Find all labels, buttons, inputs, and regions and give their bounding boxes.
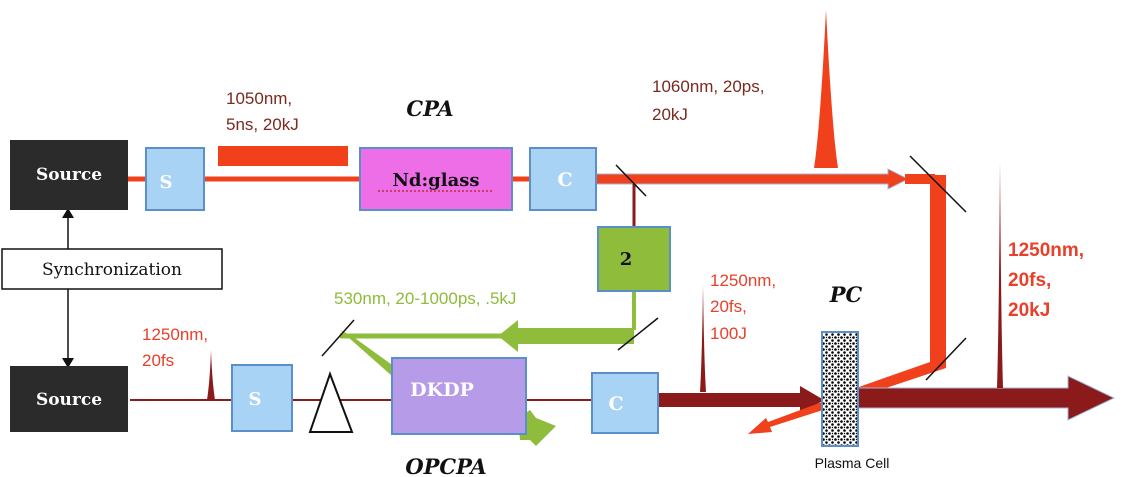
- source-top-label: Source: [36, 165, 102, 185]
- green-beam-diagonal: [340, 330, 402, 376]
- ndglass-label: Nd:glass: [392, 170, 479, 191]
- pump-compressed-line2: 20kJ: [652, 105, 688, 124]
- mirror-top-right: [909, 155, 967, 213]
- final-output-line1: 1250nm,: [1008, 240, 1084, 261]
- beam-top-compressed-arrow: [595, 168, 910, 190]
- cpa-title: CPA: [406, 96, 453, 121]
- green-exit-arrow: [518, 410, 556, 446]
- final-output-spike: [997, 162, 1003, 388]
- stretcher-bottom-box: [231, 364, 293, 432]
- final-output-line2: 20fs,: [1008, 270, 1051, 291]
- pump-stretched-line2: 5ns, 20kJ: [226, 115, 299, 134]
- mirror-green-left: [321, 319, 355, 357]
- compressed-pulse-spike: [814, 10, 838, 168]
- opcpa-output-line2: 20fs,: [710, 297, 747, 316]
- dkdp-label: DKDP: [410, 379, 474, 401]
- plasma-cell: [821, 331, 859, 447]
- final-output-arrow: [857, 375, 1116, 421]
- pump-compressed-line1: 1060nm, 20ps,: [652, 77, 764, 96]
- opcpa-output-line1: 1250nm,: [710, 271, 776, 290]
- seed-pulse-line2: 20fs: [142, 351, 174, 370]
- pump-stretched-line1: 1050nm,: [226, 89, 292, 108]
- synchronization-label: Synchronization: [42, 260, 182, 280]
- doubler-label: 2: [620, 249, 633, 270]
- source-bottom-box: [10, 366, 128, 432]
- sync-arrow-up: [62, 208, 74, 218]
- reflected-arrow: [748, 402, 826, 434]
- beam-bottom-arrow: [658, 386, 824, 414]
- source-bottom-label: Source: [36, 390, 102, 410]
- source-top-box: [10, 140, 128, 210]
- green-pump-label: 530nm, 20-1000ps, .5kJ: [334, 289, 516, 308]
- compressor-bottom-box: [591, 372, 659, 434]
- seed-pulse-line1: 1250nm,: [142, 325, 208, 344]
- plasma-cell-label: Plasma Cell: [815, 455, 890, 471]
- opcpa-output-line3: 100J: [710, 324, 747, 343]
- mirror-bottom-right: [925, 337, 967, 381]
- ndglass-amplifier-box: [359, 147, 513, 211]
- stretcher-top-label: S: [160, 172, 173, 193]
- compressor-bottom-label: C: [608, 393, 623, 415]
- opcpa-title: OPCPA: [405, 454, 486, 477]
- synchronization-box: [1, 248, 223, 290]
- seed-pulse-spike: [207, 350, 215, 400]
- stretcher-bottom-label: S: [249, 389, 262, 410]
- final-output-line3: 20kJ: [1008, 300, 1050, 321]
- beam-right-vertical: [930, 175, 946, 368]
- stretcher-top-box: [145, 147, 205, 211]
- compressor-top-box: [529, 147, 597, 211]
- prism-icon: [308, 371, 354, 433]
- sync-arrow-down: [62, 358, 74, 368]
- pc-title: PC: [829, 282, 863, 307]
- dkdp-crystal-box: [391, 357, 527, 435]
- stretched-pulse-bar: [218, 146, 348, 166]
- compressor-top-label: C: [557, 169, 572, 191]
- mirror-top-pickoff: [615, 164, 647, 197]
- mirror-green-right: [617, 317, 659, 351]
- opcpa-output-spike: [700, 285, 706, 392]
- doubler-box: [597, 226, 671, 292]
